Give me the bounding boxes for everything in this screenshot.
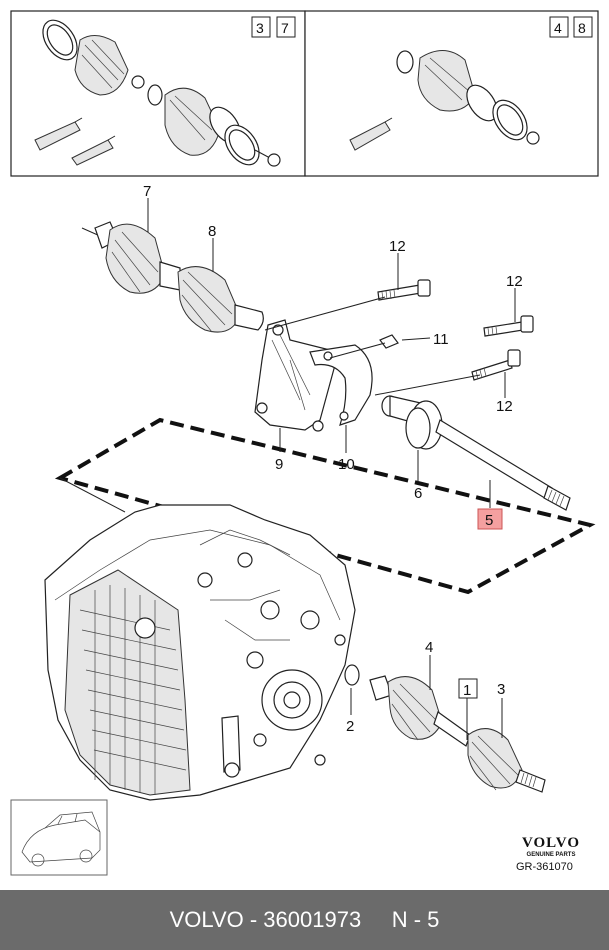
callout-2: 2 xyxy=(346,718,354,735)
exploded-driveshaft-diagram: 3 7 4 8 xyxy=(10,10,599,876)
brand-tagline: GENUINE PARTS xyxy=(526,852,576,858)
inset-right-number-2: 8 xyxy=(578,20,586,36)
callout-5: 5 xyxy=(485,512,493,529)
footer-bar: VOLVO - 36001973 N - 5 xyxy=(0,890,609,950)
callout-1: 1 xyxy=(463,682,471,699)
o-ring xyxy=(344,664,360,686)
inset-right-cv-boot xyxy=(396,50,540,145)
callout-12-right: 12 xyxy=(506,273,523,290)
inset-left-number-1: 3 xyxy=(256,20,264,36)
highlight-box-5 xyxy=(477,508,503,530)
inset-left-number-2: 7 xyxy=(281,20,289,36)
callout-4: 4 xyxy=(425,639,433,656)
inset-left-box-2 xyxy=(276,16,296,38)
bearing-bracket xyxy=(254,319,373,432)
brand-logo: VOLVO GENUINE PARTS xyxy=(505,835,597,859)
callout-9: 9 xyxy=(275,456,283,473)
inset-left: 3 7 4 8 xyxy=(10,10,599,177)
callout-12-lower: 12 xyxy=(496,398,513,415)
dashed-region-outline xyxy=(54,417,596,595)
callout-12-top: 12 xyxy=(389,238,406,255)
callout-6: 6 xyxy=(414,485,422,502)
inset-right-grease-tube xyxy=(349,117,393,151)
lower-driveshaft xyxy=(369,675,546,793)
callout-10: 10 xyxy=(338,456,355,473)
brand-name: VOLVO xyxy=(521,835,581,851)
callout-box-1 xyxy=(458,678,478,699)
inset-left-box-1 xyxy=(251,16,271,38)
callout-7: 7 xyxy=(143,183,151,200)
vehicle-thumbnail xyxy=(10,799,108,876)
reference-code: GR-361070 xyxy=(516,861,573,873)
upper-driveshaft xyxy=(81,221,264,333)
inset-right-number-1: 4 xyxy=(554,20,562,36)
inset-left-grease-tubes xyxy=(34,117,116,166)
footer-text: VOLVO - 36001973 N - 5 xyxy=(169,907,440,932)
callout-8: 8 xyxy=(208,223,216,240)
callout-11: 11 xyxy=(433,331,449,348)
bolts xyxy=(377,279,534,381)
inset-right-box-2 xyxy=(573,16,593,38)
transmission-housing xyxy=(44,504,356,801)
callout-3: 3 xyxy=(497,681,505,698)
intermediate-shaft xyxy=(381,395,571,511)
leader-lines xyxy=(147,198,516,740)
inset-left-cv-boot xyxy=(42,19,281,167)
inset-right-box-1 xyxy=(549,16,569,38)
